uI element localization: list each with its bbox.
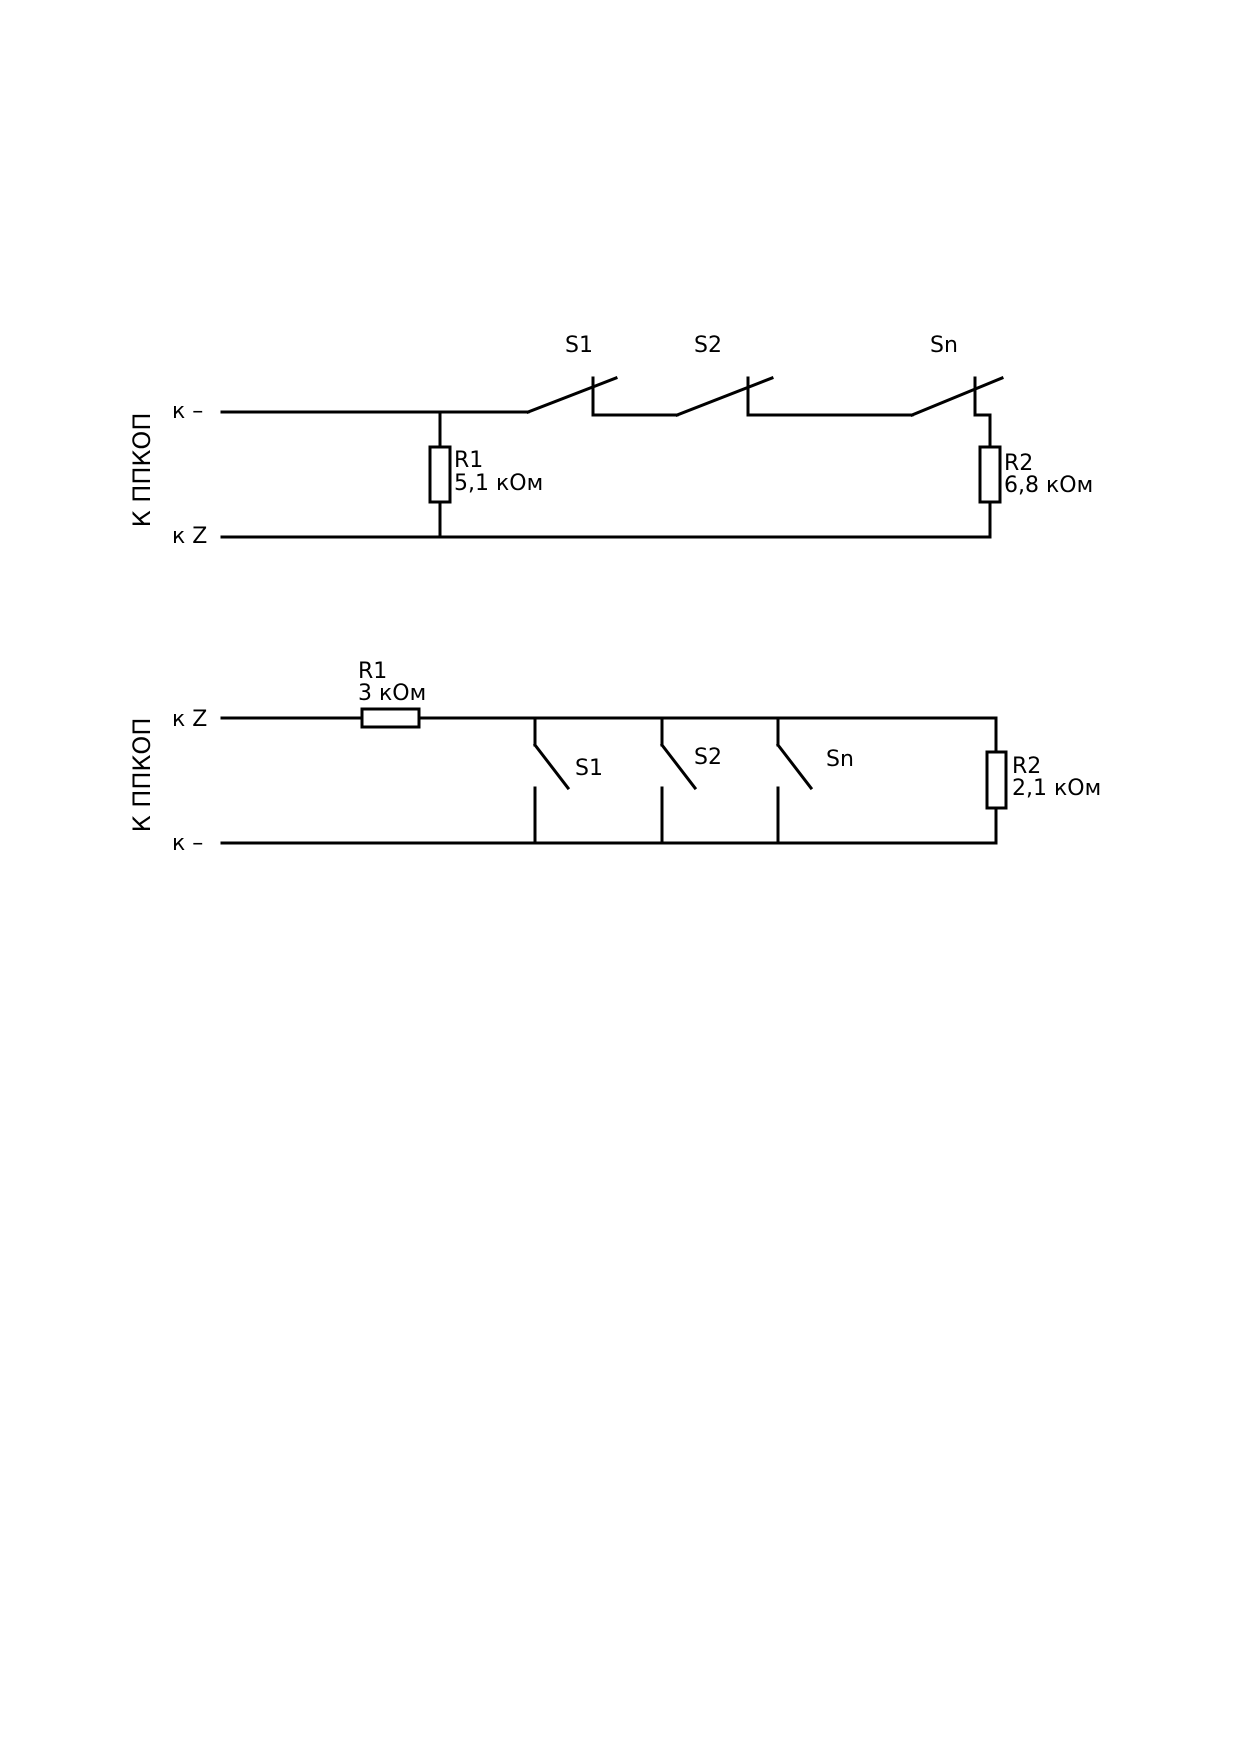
circuit-2-r2-value: 2,1 кОм	[1012, 776, 1101, 801]
circuit-2: К ППКОП к Z к – R1 3 кОм S1 S2	[128, 659, 1101, 856]
circuit-1-terminal-top: к –	[172, 399, 203, 424]
circuit-1-switch-s1	[526, 376, 618, 417]
circuit-2-r2-body	[985, 750, 1008, 810]
circuit-2-r1-name: R1	[358, 659, 387, 684]
circuit-1-r1-name: R1	[454, 448, 483, 473]
circuit-2-switch-sn	[775, 716, 814, 845]
circuit-2-r1-value: 3 кОм	[358, 681, 426, 706]
circuit-1-r2-name: R2	[1004, 451, 1033, 476]
circuit-1-side-label: К ППКОП	[128, 413, 156, 528]
circuit-1-s1-label: S1	[565, 333, 593, 358]
circuit-2-terminal-bottom: к –	[172, 831, 203, 856]
circuit-1-switch-s2	[675, 376, 774, 417]
circuit-2-r2-name: R2	[1012, 754, 1041, 779]
circuit-2-r1-body	[360, 707, 421, 729]
circuit-2-sn-label: Sn	[826, 747, 854, 772]
circuit-1-r1-body	[428, 445, 452, 504]
circuit-2-s1-label: S1	[575, 756, 603, 781]
circuit-1-switch-sn	[910, 376, 1004, 417]
circuit-2-switch-s1	[532, 716, 571, 845]
circuit-1-r2-value: 6,8 кОм	[1004, 473, 1093, 498]
circuit-1-terminal-bottom: к Z	[172, 524, 207, 549]
circuit-2-side-label: К ППКОП	[128, 718, 156, 833]
circuit-2-s2-label: S2	[694, 745, 722, 770]
circuit-1-s2-label: S2	[694, 333, 722, 358]
circuit-1-r1-value: 5,1 кОм	[454, 471, 543, 496]
circuit-2-switch-s2	[659, 716, 698, 845]
circuit-1-r2-body	[978, 445, 1002, 504]
circuit-1-sn-label: Sn	[930, 333, 958, 358]
circuit-2-terminal-top: к Z	[172, 707, 207, 732]
circuit-1: К ППКОП к – к Z R1 5,1 кОм S1 S2	[128, 333, 1093, 549]
